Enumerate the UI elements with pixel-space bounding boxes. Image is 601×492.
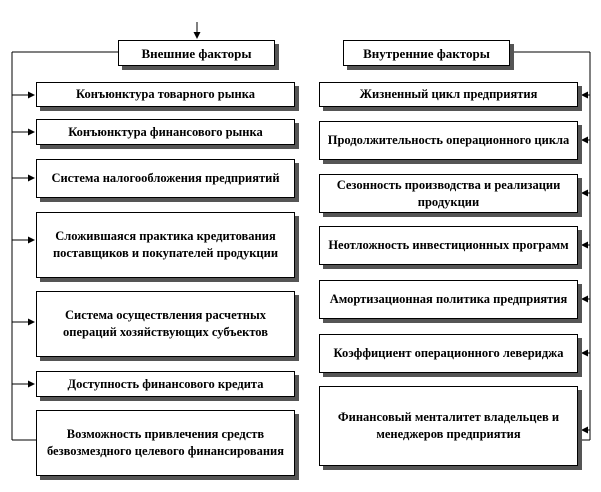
right-arrows — [581, 91, 590, 434]
external-factor-1: Конъюнктура товарного рынка — [36, 82, 295, 107]
external-factor-5: Система осуществления расчетных операций… — [36, 291, 295, 357]
left-arrows — [12, 91, 35, 388]
internal-factor-4: Неотложность инвестиционных программ — [319, 226, 578, 265]
internal-factors-header: Внутренние факторы — [343, 40, 510, 66]
internal-factor-1: Жизненный цикл предприятия — [319, 82, 578, 107]
internal-factor-3: Сезонность производства и реализации про… — [319, 174, 578, 213]
external-factor-3: Система налогообложения предприятий — [36, 159, 295, 198]
external-factor-6: Доступность финансового кредита — [36, 371, 295, 397]
internal-factor-7: Финансовый менталитет владельцев и менед… — [319, 386, 578, 466]
internal-factor-5: Амортизационная политика предприятия — [319, 280, 578, 319]
external-factor-2: Конъюнктура финансового рынка — [36, 119, 295, 145]
internal-factor-6: Коэффициент операционного левериджа — [319, 334, 578, 373]
internal-factor-2: Продолжительность операционного цикла — [319, 121, 578, 160]
external-factor-4: Сложившаяся практика кредитования постав… — [36, 212, 295, 278]
external-factors-header: Внешние факторы — [118, 40, 275, 66]
external-factor-7: Возможность привлечения средств безвозме… — [36, 410, 295, 476]
